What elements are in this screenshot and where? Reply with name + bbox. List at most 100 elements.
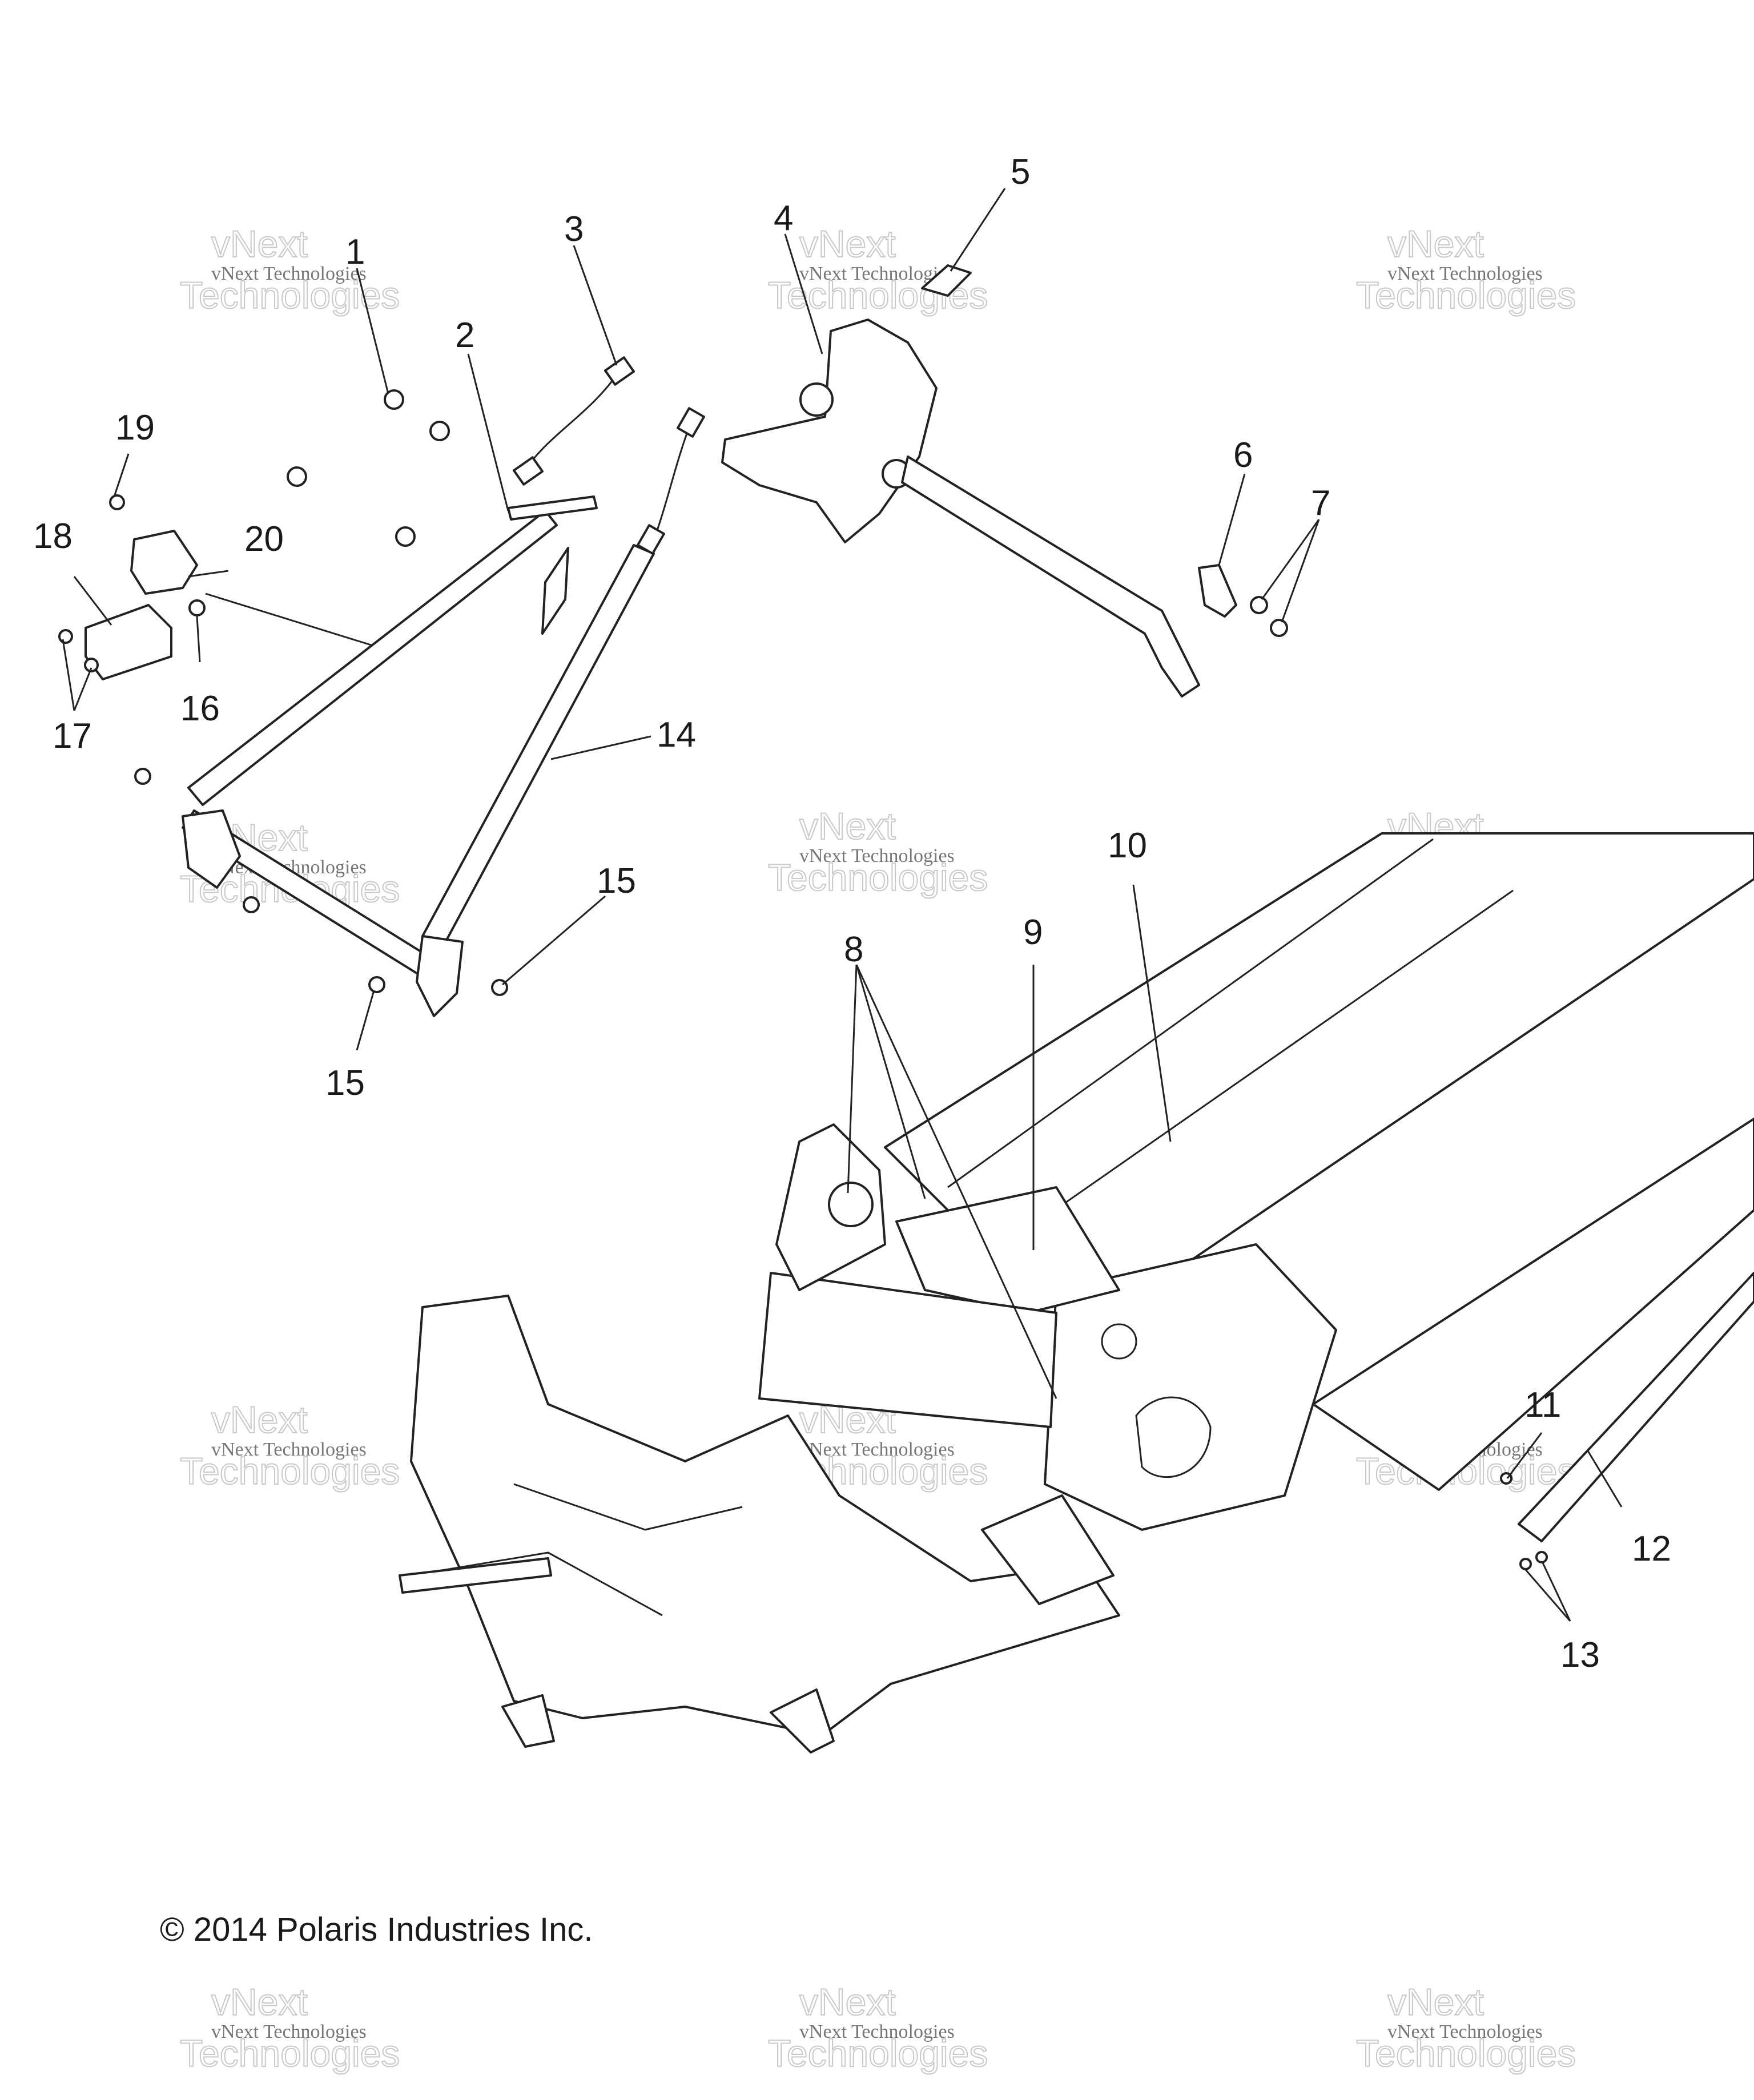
spindle [501, 1694, 555, 1748]
leader-line [502, 895, 606, 986]
bolt-icon [368, 976, 385, 993]
a-arm [513, 1483, 743, 1531]
svg-text:vNext Technologies: vNext Technologies [1387, 2021, 1543, 2042]
callout-15-upper: 15 [597, 861, 636, 901]
trim-strip [507, 495, 598, 521]
svg-text:vNext: vNext [1387, 223, 1484, 265]
svg-text:vNext: vNext [799, 805, 896, 847]
bolt-icon [287, 466, 307, 487]
leader-line [855, 964, 1057, 1399]
callout-4: 4 [774, 199, 793, 238]
chassis-assembly [399, 832, 1754, 1754]
tunnel-seam [947, 838, 1434, 1188]
leader-line [1132, 884, 1172, 1142]
callout-3: 3 [564, 209, 584, 249]
watermark: vNext Technologies vNext Technologies [767, 1980, 988, 2075]
leader-line [73, 667, 92, 711]
bearing-icon [828, 1182, 874, 1227]
leader-lines [62, 188, 1623, 1622]
side-plate-opening [1101, 1323, 1137, 1360]
leader-line [196, 616, 201, 663]
leader-line [113, 453, 130, 497]
connector-icon [513, 456, 544, 486]
callout-20: 20 [244, 519, 284, 559]
callout-18: 18 [33, 517, 73, 556]
front-frame [410, 1295, 1120, 1736]
svg-text:Technologies: Technologies [1356, 2032, 1576, 2074]
steering-head [721, 319, 938, 543]
leader-line [356, 268, 389, 394]
nut-icon [1270, 619, 1288, 637]
rivet-icon [1535, 1551, 1548, 1563]
steering-post-assembly [58, 356, 705, 1017]
svg-text:vNext Technologies: vNext Technologies [1387, 263, 1543, 284]
callout-14: 14 [657, 715, 696, 755]
svg-text:vNext Technologies: vNext Technologies [799, 263, 955, 284]
leader-line [1524, 1569, 1571, 1622]
svg-text:vNext Technologies: vNext Technologies [211, 263, 367, 284]
watermark: vNext Technologies vNext Technologies [767, 804, 988, 899]
decal-tag [921, 264, 972, 297]
svg-text:vNext: vNext [211, 1398, 308, 1441]
connector-icon [637, 524, 665, 555]
svg-text:vNext Technologies: vNext Technologies [211, 2021, 367, 2042]
steering-tube [187, 510, 558, 806]
footrest-rail [1518, 1272, 1754, 1542]
bolt-icon [243, 896, 260, 913]
bolt-icon [384, 389, 404, 410]
leader-line [1506, 1432, 1543, 1479]
callout-9: 9 [1023, 913, 1043, 952]
leader-line [855, 964, 926, 1199]
watermark: vNext Technologies vNext Technologies [179, 222, 400, 317]
bolt-icon [58, 629, 73, 644]
shock-absorber [399, 1557, 552, 1594]
callout-15-lower: 15 [325, 1063, 365, 1103]
connector-icon [604, 356, 635, 386]
bolt-icon [395, 526, 416, 547]
svg-text:vNext Technologies: vNext Technologies [799, 2021, 955, 2042]
nut-icon [1250, 596, 1268, 614]
tunnel-seam [1021, 889, 1514, 1234]
bolt-icon [84, 658, 99, 672]
bracket-block [130, 530, 198, 595]
bolt-icon [134, 768, 151, 785]
callout-12: 12 [1632, 1529, 1671, 1569]
leader-line [784, 233, 823, 354]
watermark: vNext Technologies vNext Technologies [179, 1980, 400, 2075]
lower-bracket-left [182, 809, 241, 889]
callout-7: 7 [1311, 483, 1330, 523]
leader-line [847, 964, 858, 1194]
svg-text:vNext: vNext [1387, 1981, 1484, 2023]
leader-line [1586, 1449, 1623, 1508]
watermark: vNext Technologies vNext Technologies [179, 1398, 400, 1493]
callout-10: 10 [1108, 826, 1147, 865]
mount-bracket [85, 604, 172, 680]
leader-line [467, 353, 509, 511]
rear-bracket [981, 1494, 1115, 1605]
svg-text:vNext Technologies: vNext Technologies [211, 1439, 367, 1460]
nut-icon [188, 599, 206, 616]
bolt-icon [429, 421, 450, 441]
leader-line [188, 570, 229, 578]
callout-5: 5 [1011, 152, 1030, 192]
callout-11: 11 [1524, 1385, 1561, 1425]
svg-text:vNext Technologies: vNext Technologies [799, 1439, 955, 1460]
running-board [1312, 1118, 1754, 1491]
svg-text:Technologies: Technologies [180, 1450, 400, 1492]
side-plate [1044, 1243, 1337, 1531]
svg-text:Technologies: Technologies [768, 2032, 988, 2074]
callout-19: 19 [115, 408, 155, 448]
callout-6: 6 [1233, 436, 1253, 475]
clip-bracket [1198, 564, 1237, 618]
leader-line [1261, 519, 1320, 600]
cover-panel [895, 1186, 1120, 1314]
svg-text:vNext: vNext [211, 1981, 308, 2023]
steering-arm [901, 456, 1200, 698]
leader-line [573, 245, 618, 366]
bolt-icon [109, 494, 125, 510]
lower-bracket-right [416, 935, 464, 1017]
connector-icon [677, 407, 705, 438]
svg-text:vNext: vNext [799, 223, 896, 265]
callout-1: 1 [345, 232, 365, 272]
